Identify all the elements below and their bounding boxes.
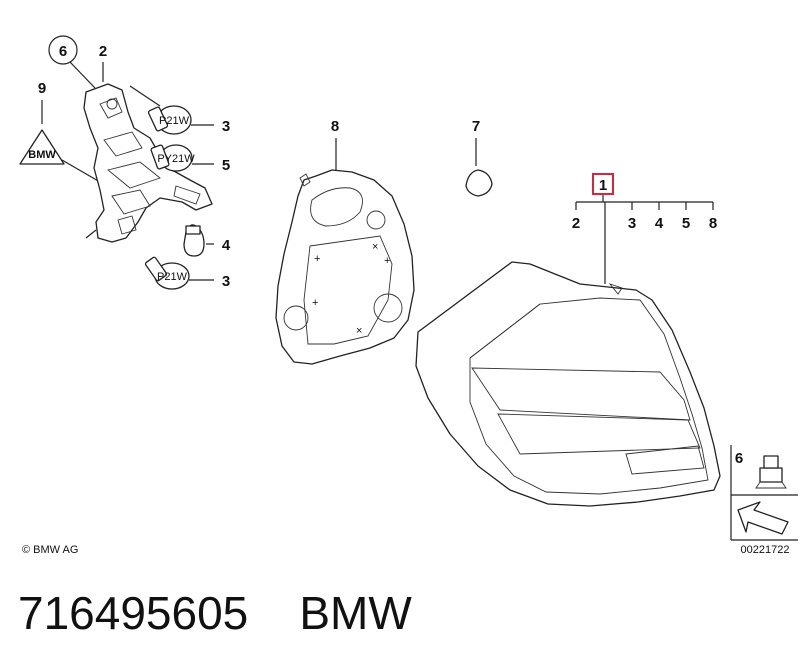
part-number: 716495605 (18, 587, 249, 639)
callout-6-left: 6 (59, 43, 67, 60)
bulb-middle: PY21W (150, 144, 195, 172)
nut-icon (755, 455, 787, 489)
callout-1: 1 (599, 177, 607, 194)
inset-panel: 6 00221722 (730, 445, 798, 556)
brand-name: BMW (299, 587, 412, 639)
svg-text:+: + (384, 255, 390, 267)
callout-9: 9 (38, 80, 46, 97)
svg-text:×: × (356, 325, 362, 337)
callout-5: 5 (222, 157, 230, 174)
svg-text:P21W: P21W (157, 271, 188, 283)
callout-4: 4 (222, 237, 231, 254)
callout-2-right: 2 (572, 215, 580, 232)
callout-8: 8 (331, 118, 339, 135)
callout-1-tree: 1 2 3 4 5 8 (572, 173, 717, 284)
bulb-lower: P21W (144, 256, 190, 290)
bulb-holder-assembly: 6 2 9 BMW P21W 3 (19, 35, 231, 290)
bulb-wedge (183, 224, 205, 257)
callout-3-lower: 3 (222, 273, 230, 290)
svg-text:+: + (312, 297, 318, 309)
callout-3-upper: 3 (222, 118, 230, 135)
arrow-icon (737, 501, 789, 535)
cap-part: 7 (465, 118, 493, 197)
gasket: 8 + × + + × (275, 118, 415, 365)
part-caption: 716495605 BMW (18, 583, 412, 643)
triangle-label: BMW (28, 149, 56, 161)
callout-4-right: 4 (655, 215, 664, 232)
svg-text:×: × (372, 241, 378, 253)
callout-3-right: 3 (628, 215, 636, 232)
copyright-text: © BMW AG (22, 544, 78, 556)
callout-6-inset: 6 (735, 450, 743, 467)
svg-text:PY21W: PY21W (157, 153, 195, 165)
callout-7: 7 (472, 118, 480, 135)
svg-text:P21W: P21W (159, 115, 190, 127)
tail-light (415, 261, 721, 507)
callout-circle-6 (48, 35, 78, 65)
svg-text:+: + (314, 253, 320, 265)
callout-5-right: 5 (682, 215, 690, 232)
callout-8-right: 8 (709, 215, 717, 232)
bulb-upper: P21W (147, 105, 192, 135)
callout-2-top: 2 (99, 43, 107, 60)
diagram-number: 00221722 (741, 544, 790, 556)
warning-triangle-icon: BMW (19, 129, 65, 165)
highlight-box (592, 173, 614, 195)
